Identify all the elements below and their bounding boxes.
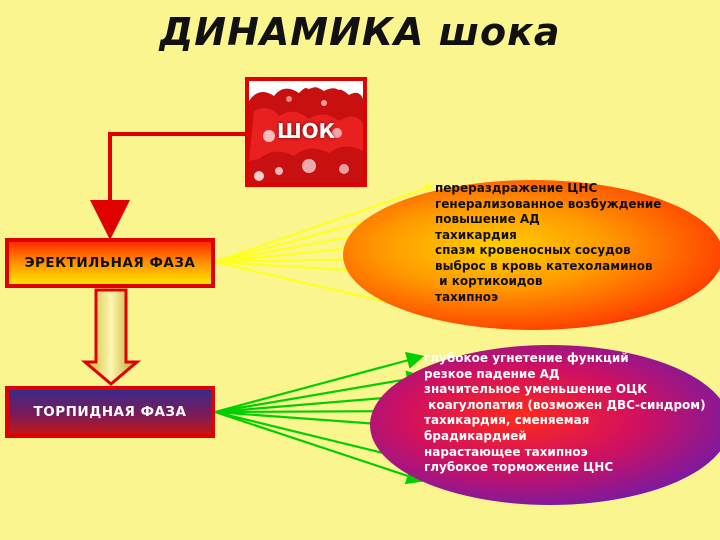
list-item: повышение АД	[435, 212, 540, 226]
shock-to-erectile-arrow	[90, 132, 245, 240]
erectile-signs-oval	[343, 180, 720, 330]
erectile-phase-label: ЭРЕКТИЛЬНАЯ ФАЗА	[24, 255, 196, 271]
erectile-to-torpid-arrow	[80, 288, 142, 386]
list-item: тахикардия, сменяемая	[424, 413, 590, 428]
shock-label: ШОК	[276, 119, 336, 143]
list-item: брадикардией	[424, 428, 527, 443]
list-item: нарастающее тахипноэ	[424, 444, 588, 459]
list-item: спазм кровеносных сосудов	[435, 243, 631, 257]
torpid-signs-oval	[370, 345, 720, 505]
list-item: генерализованное возбуждение	[435, 196, 662, 211]
torpid-signs-list: глубокое угнетение функций резкое падени…	[424, 351, 706, 476]
list-item: выброс в кровь катехоламинов	[435, 258, 653, 273]
list-item: тахикардия	[435, 227, 517, 242]
list-item: тахипноэ	[435, 289, 499, 304]
erectile-signs-list: перераздражение ЦНС генерализованное воз…	[435, 181, 661, 305]
shock-box: ШОК	[245, 77, 367, 187]
blood-texture-image	[249, 81, 363, 183]
list-item: коагулопатия (возможен ДВС-синдром)	[424, 397, 706, 412]
list-item: и кортикоидов	[435, 274, 543, 288]
list-item: резкое падение АД	[424, 366, 560, 381]
list-item: глубокое угнетение функций	[424, 351, 629, 365]
torpid-phase-label: ТОРПИДНАЯ ФАЗА	[33, 404, 187, 420]
list-item: перераздражение ЦНС	[435, 181, 598, 195]
list-item: значительное уменьшение ОЦК	[424, 382, 648, 397]
erectile-phase-box: ЭРЕКТИЛЬНАЯ ФАЗА	[5, 238, 215, 288]
torpid-phase-box: ТОРПИДНАЯ ФАЗА	[5, 386, 215, 438]
list-item: глубокое торможение ЦНС	[424, 460, 614, 475]
page-title: ДИНАМИКА шока	[159, 10, 561, 54]
